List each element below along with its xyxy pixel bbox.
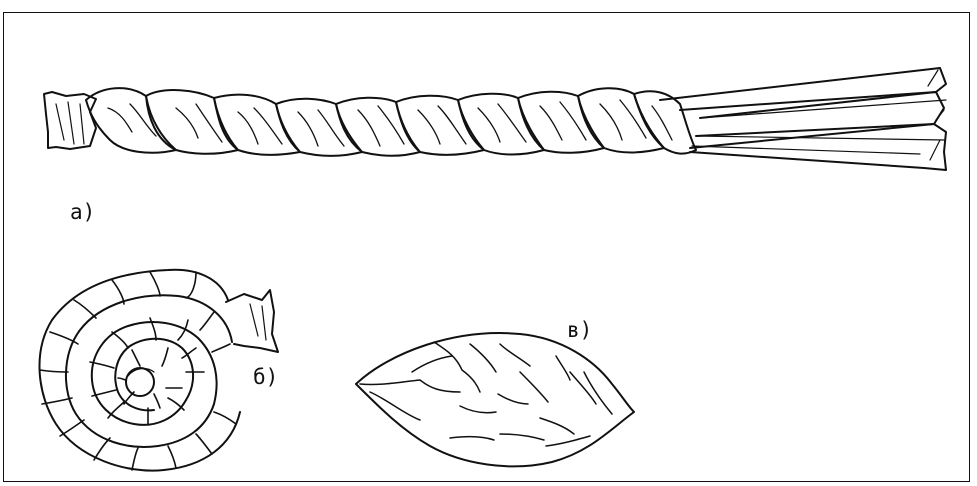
rope-segment: [518, 92, 604, 153]
rope-segment: [86, 88, 176, 153]
label-b: б): [253, 365, 278, 389]
rope-segment: [578, 88, 664, 152]
coil-outer: [40, 270, 240, 471]
twisted-rope: [44, 68, 946, 170]
rope-segment: [396, 96, 484, 155]
rope-segment: [146, 90, 238, 154]
rope-segment: [276, 99, 362, 156]
rope-segment: [458, 94, 544, 155]
coil-center: [126, 368, 154, 396]
rope-segment: [214, 95, 300, 155]
coil-tail: [226, 290, 278, 352]
rope-segment: [634, 91, 696, 153]
label-v: в): [567, 318, 592, 342]
label-a: а): [70, 200, 95, 224]
rope-strand: [680, 92, 944, 136]
coiled-rope: [40, 270, 278, 471]
leaf-shape: [356, 333, 634, 466]
rope-left-end: [44, 92, 96, 149]
